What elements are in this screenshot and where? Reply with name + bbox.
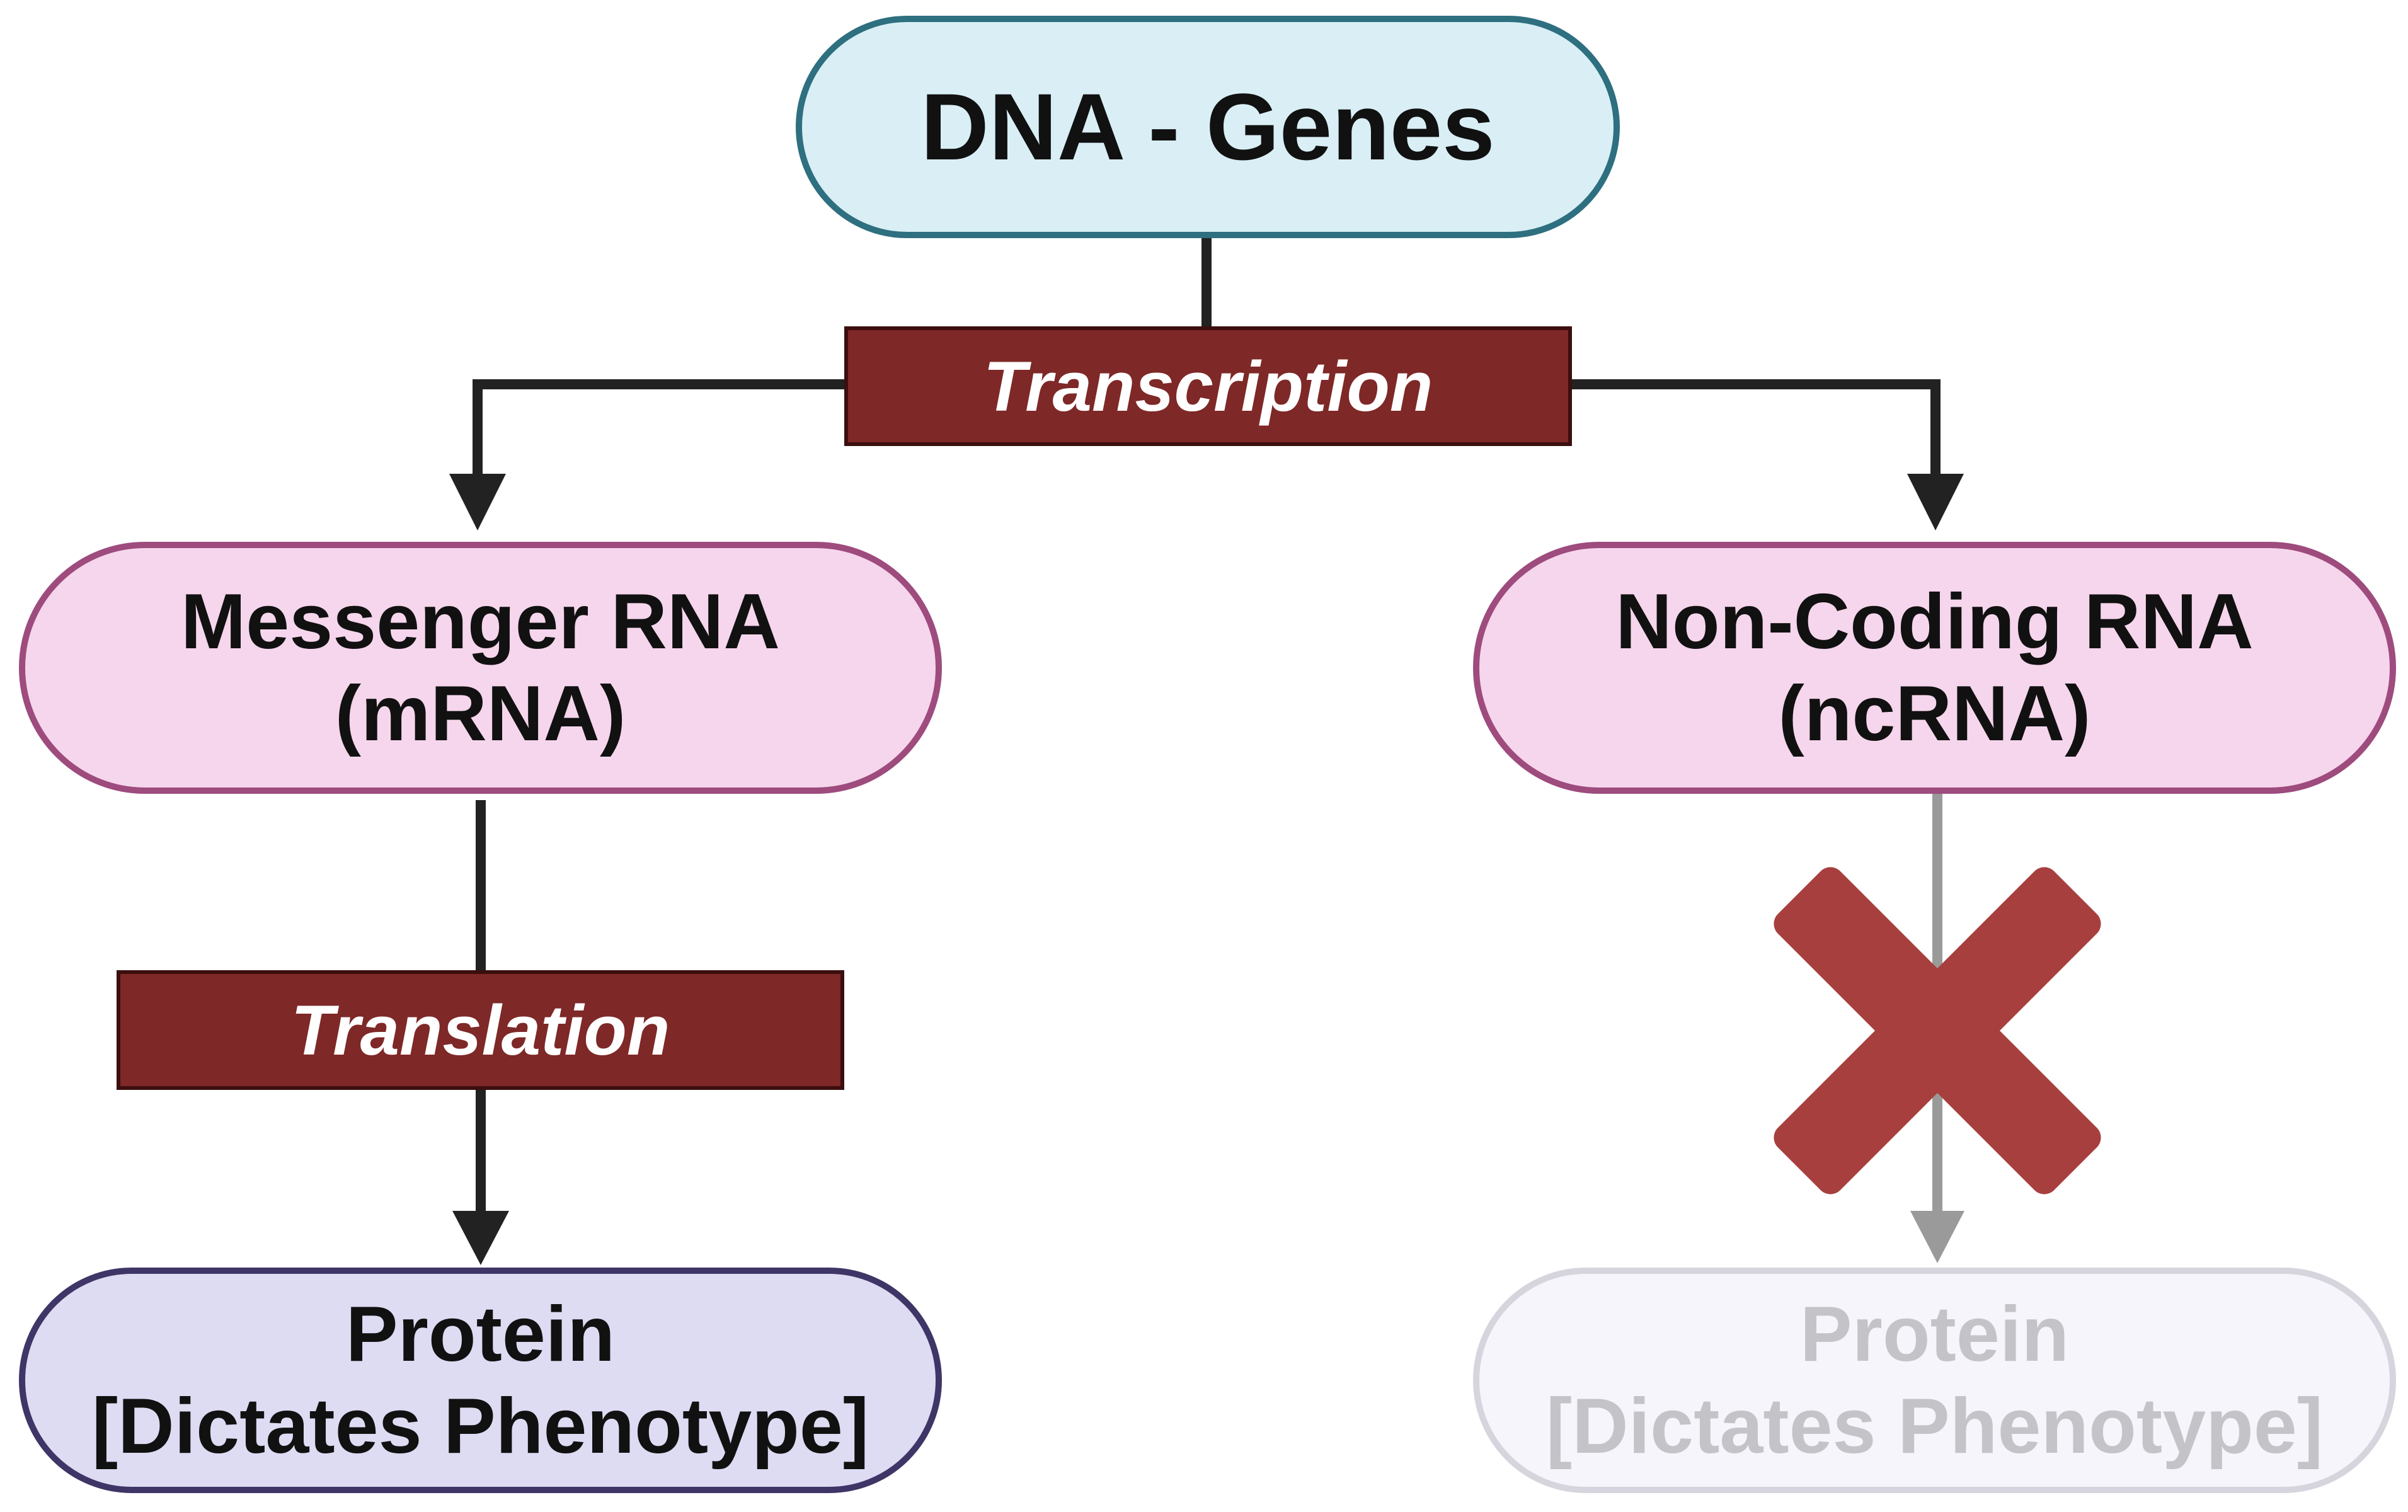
arrowhead-to-ncrna (1907, 474, 1964, 530)
node-dna-genes-label: DNA - Genes (920, 74, 1495, 180)
process-label-transcription-text: Transcription (983, 346, 1433, 426)
node-non-coding-rna-line2: (ncRNA) (1778, 670, 2091, 757)
node-non-coding-rna-line1: Non-Coding RNA (1615, 578, 2254, 665)
connector-transcription-to-ncrna (1571, 379, 1941, 479)
process-label-transcription: Transcription (844, 326, 1572, 446)
process-label-translation-text: Translation (290, 990, 670, 1070)
node-messenger-rna-line1: Messenger RNA (181, 578, 780, 665)
cross-mark-icon (1774, 867, 2101, 1194)
arrowhead-to-protein-faded (1910, 1211, 1964, 1263)
node-protein-line1: Protein (345, 1290, 616, 1378)
arrowhead-to-protein (452, 1211, 509, 1265)
node-protein-faded: Protein [Dictates Phenotype] (1473, 1268, 2396, 1493)
node-protein-faded-line1: Protein (1799, 1290, 2070, 1378)
node-non-coding-rna: Non-Coding RNA (ncRNA) (1473, 542, 2396, 794)
node-protein: Protein [Dictates Phenotype] (19, 1268, 942, 1493)
arrowhead-to-mrna (449, 474, 506, 530)
connector-transcription-to-mrna (473, 379, 846, 479)
node-dna-genes: DNA - Genes (796, 16, 1620, 238)
node-protein-faded-line2: [Dictates Phenotype] (1545, 1383, 2324, 1470)
node-messenger-rna-line2: (mRNA) (335, 670, 626, 757)
node-protein-line2: [Dictates Phenotype] (91, 1383, 869, 1470)
process-label-translation: Translation (117, 970, 844, 1090)
node-messenger-rna: Messenger RNA (mRNA) (19, 542, 942, 794)
